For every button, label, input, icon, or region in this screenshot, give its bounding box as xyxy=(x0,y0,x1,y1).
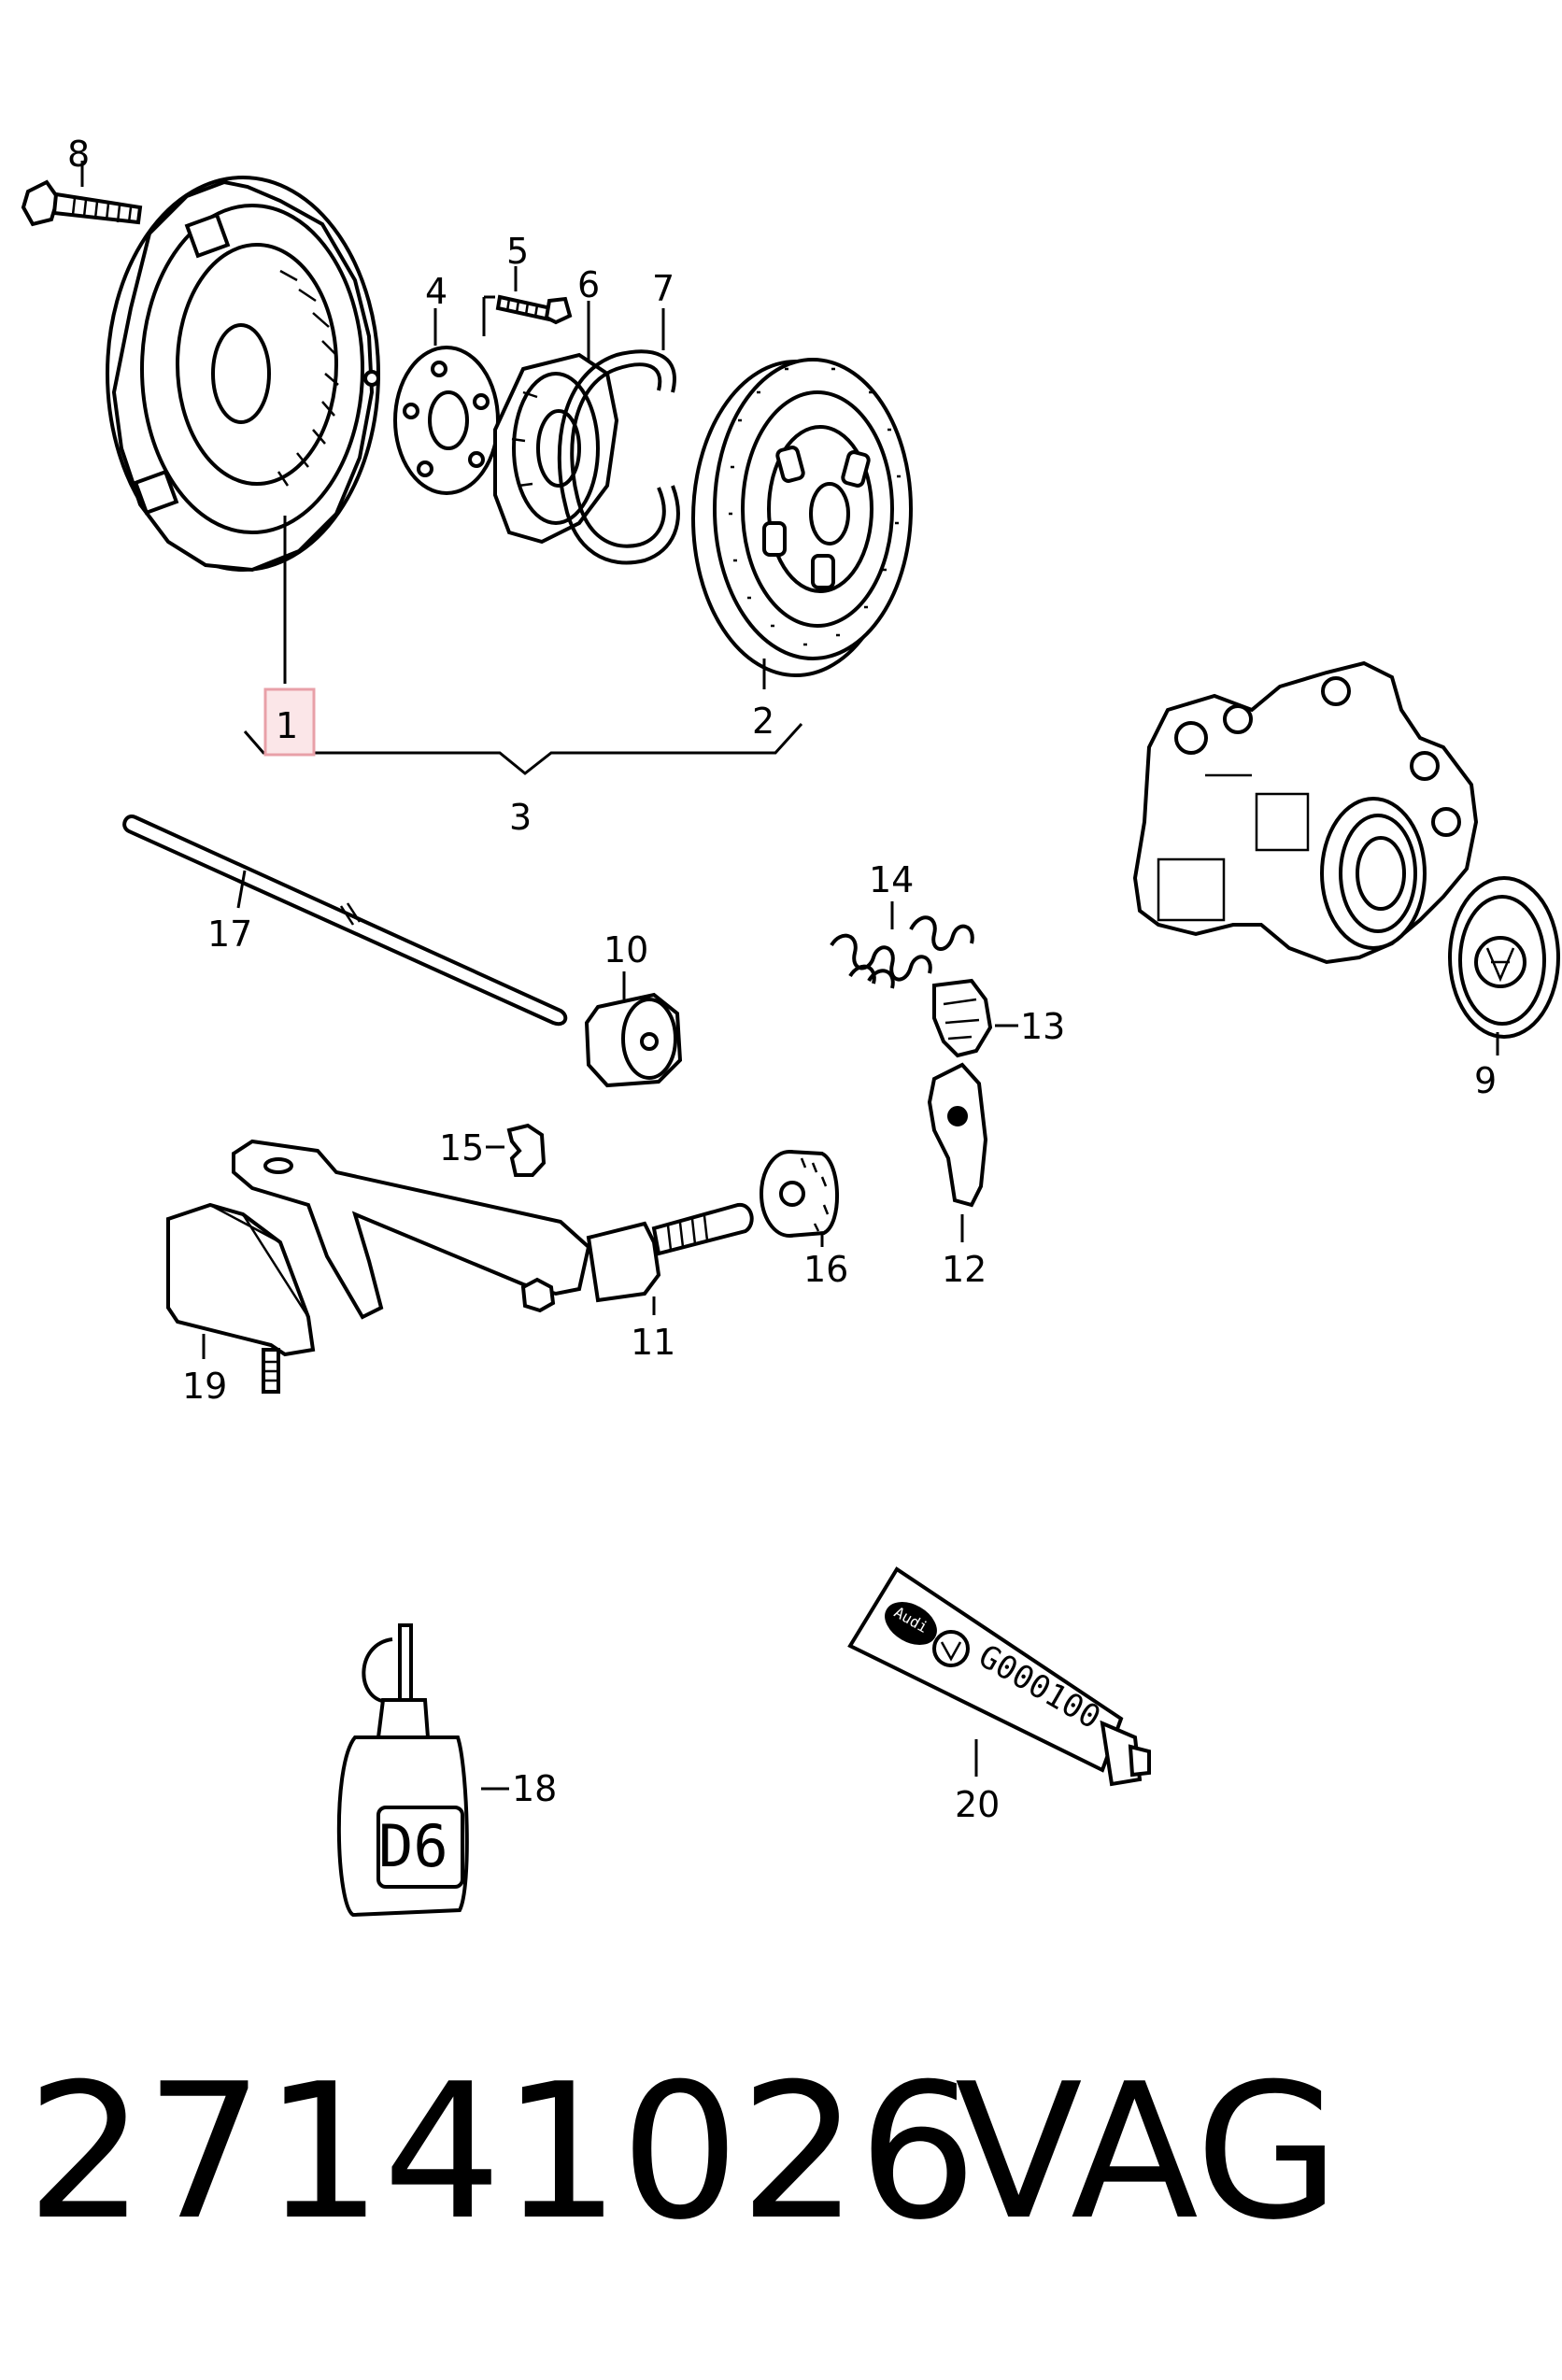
bottle-label: D6 xyxy=(378,1812,448,1880)
clip-part-13 xyxy=(932,978,993,1058)
gearbox-housing-part-9 xyxy=(1132,660,1560,1039)
callout-16: 16 xyxy=(803,1249,848,1290)
release-shaft-part-11 xyxy=(232,1139,754,1320)
springs-part-14 xyxy=(830,915,974,989)
callout-3: 3 xyxy=(509,797,532,838)
callout-5: 5 xyxy=(506,231,529,272)
highlight-box xyxy=(263,687,316,757)
callout-12: 12 xyxy=(942,1249,987,1290)
callout-20: 20 xyxy=(955,1784,1000,1825)
plate-part-4 xyxy=(393,346,500,495)
callout-1: 1 xyxy=(276,705,298,746)
callout-labels: 8 1 3 4 5 6 7 2 9 17 10 14 13 12 15 16 1… xyxy=(67,134,1497,1825)
bush-part-10 xyxy=(584,992,683,1088)
callout-8: 8 xyxy=(67,134,90,175)
callout-18: 18 xyxy=(512,1768,557,1809)
bushing-part-16 xyxy=(760,1150,840,1238)
callout-15: 15 xyxy=(439,1127,484,1169)
callout-7: 7 xyxy=(652,268,674,309)
callout-6: 6 xyxy=(577,264,600,305)
oil-bottle-part-18: D6 xyxy=(336,1623,469,1918)
bolt-part-5 xyxy=(495,294,573,325)
brand-name: VAG xyxy=(955,2044,1341,2261)
callout-14: 14 xyxy=(869,859,914,900)
pressure-plate-part-1 xyxy=(106,176,380,573)
callout-2: 2 xyxy=(752,701,774,742)
callout-19: 19 xyxy=(182,1366,227,1407)
pad-part-19 xyxy=(166,1202,316,1394)
clutch-disc-part-2 xyxy=(691,358,913,677)
part-number: 27141026 xyxy=(26,2044,977,2261)
pushrod-part-17 xyxy=(122,815,568,1027)
clip-part-15 xyxy=(506,1123,547,1177)
bolt-part-8 xyxy=(21,179,143,227)
callout-4: 4 xyxy=(425,271,447,312)
callout-10: 10 xyxy=(604,929,648,970)
grease-tube-part-20: Audi G000100 xyxy=(847,1566,1151,1787)
callout-9: 9 xyxy=(1474,1060,1497,1101)
retainer-part-6 xyxy=(493,352,619,545)
group-bracket-part-3 xyxy=(243,722,803,775)
callout-13: 13 xyxy=(1020,1006,1065,1047)
callout-11: 11 xyxy=(631,1322,675,1363)
lever-part-12 xyxy=(927,1062,988,1208)
ring-part-7 xyxy=(557,349,680,565)
callout-17: 17 xyxy=(207,914,252,955)
